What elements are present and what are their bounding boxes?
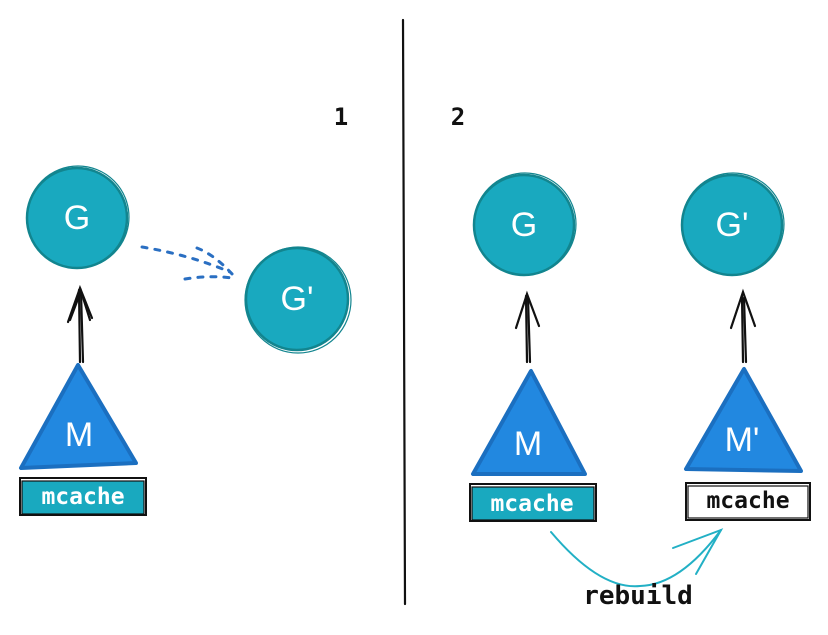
machine-m-label-panel2: M: [514, 425, 542, 463]
step-1-label: 1: [334, 103, 348, 131]
machine-m-prime-node: M': [684, 367, 803, 473]
machine-m-prime-label: M': [725, 421, 760, 459]
rebuild-label: rebuild: [583, 581, 693, 611]
goroutine-g-node: G: [25, 165, 130, 270]
goroutine-g-prime-label-panel2: G': [716, 206, 749, 244]
goroutine-g-label-panel2: G: [511, 206, 537, 244]
mcache-box-rebuilt: mcache: [685, 482, 811, 521]
goroutine-g-prime-node-panel2: G': [680, 172, 785, 277]
goroutine-g-prime-label: G': [281, 280, 314, 318]
rebuild-arrow: [550, 528, 724, 588]
goroutine-g-node-panel2: G: [472, 172, 577, 277]
mcache-label-panel2: mcache: [490, 491, 573, 517]
arrow-up-icon: [729, 288, 757, 364]
panel-divider: [401, 18, 407, 606]
arrow-up-icon: [514, 290, 541, 364]
goroutine-g-prime-node: G': [244, 246, 352, 354]
machine-m-node-panel2: M: [471, 369, 587, 476]
goroutine-g-label: G: [64, 199, 90, 237]
step-2-label: 2: [451, 103, 465, 131]
arrow-up-icon: [66, 284, 94, 364]
mcache-box-active-panel2: mcache: [469, 483, 597, 522]
mcache-rebuilt-label: mcache: [706, 488, 789, 514]
mcache-box-active: mcache: [19, 477, 147, 516]
machine-m-node: M: [19, 363, 138, 470]
mcache-label: mcache: [41, 484, 124, 510]
migration-dotted-lines: [140, 245, 235, 281]
machine-m-label: M: [65, 416, 93, 454]
